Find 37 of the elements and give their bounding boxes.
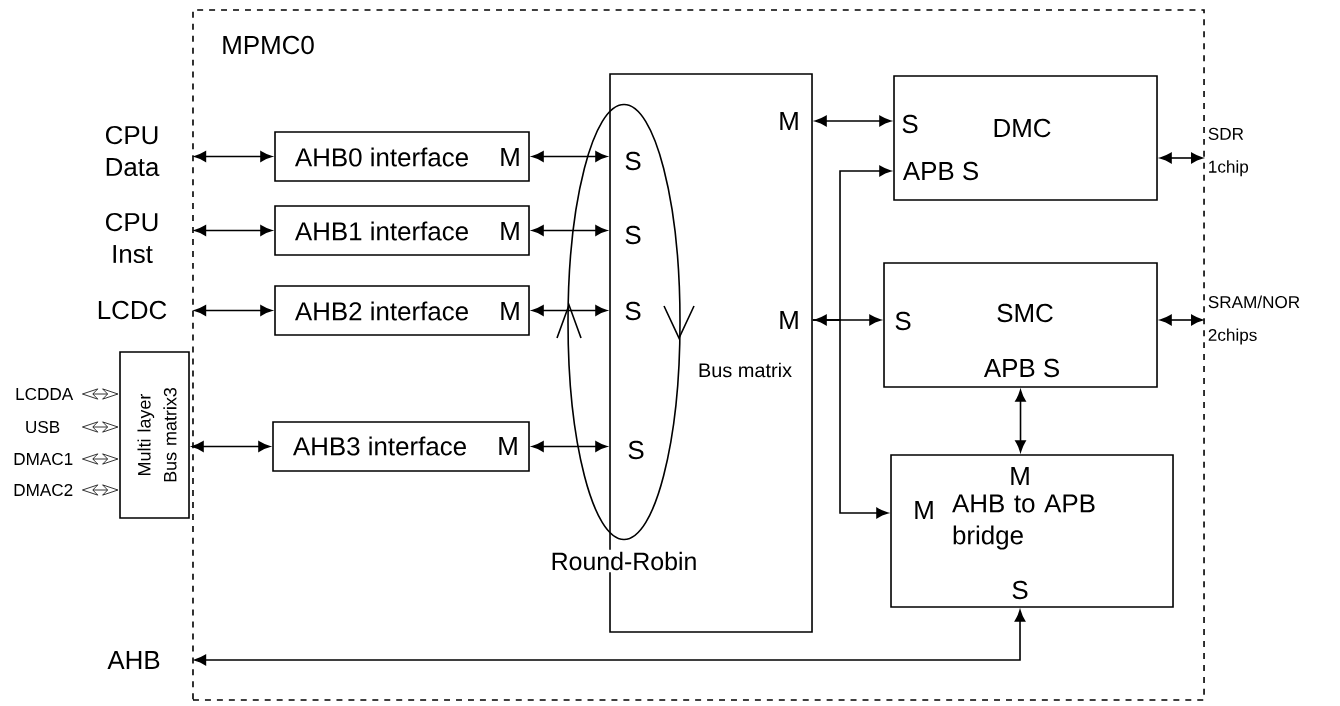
- arrow: [814, 115, 892, 127]
- signal-label: AHB: [107, 651, 160, 669]
- interface-box: AHB1 interface M: [274, 205, 530, 256]
- arrow: [82, 453, 119, 465]
- arrow: [82, 484, 119, 496]
- arrow: [1159, 152, 1203, 164]
- signal-label: LCDDA: [16, 387, 74, 401]
- signal-label: CPU Data: [105, 125, 160, 177]
- arrow: [812, 319, 889, 519]
- interface-box: AHB3 interface M: [272, 421, 530, 472]
- arrow: [1159, 314, 1203, 326]
- signal-label: LCDC: [98, 300, 167, 320]
- signal-label: USB: [26, 420, 60, 434]
- arrow: [82, 388, 119, 400]
- arrow: [191, 441, 271, 452]
- arrow: [194, 609, 1026, 666]
- signal-label: DMAC1: [14, 452, 73, 466]
- arrow: [82, 421, 119, 433]
- interface-box: AHB0 interface M: [274, 131, 530, 182]
- memory-label: SRAM/NOR 2chips: [1208, 295, 1300, 345]
- signal-label: CPU Inst: [105, 212, 158, 264]
- arrow: [531, 305, 608, 316]
- round-robin-label: Round-Robin: [548, 549, 700, 573]
- memory-label: SDR 1chip: [1208, 127, 1249, 177]
- arrow: [531, 441, 608, 452]
- bus-matrix-box: Multi layer Bus matrix3: [119, 351, 190, 519]
- arrow: [1015, 389, 1026, 453]
- arrow: [531, 225, 608, 236]
- interface-box: AHB2 interface M: [274, 285, 530, 336]
- signal-label: DMAC2: [14, 483, 73, 497]
- arrow: [194, 305, 273, 316]
- arrow: [194, 151, 273, 162]
- arrow: [194, 225, 273, 236]
- bridge-box: M M AHB to APB bridge S: [890, 454, 1174, 608]
- controller-box: S SMC APB S: [883, 262, 1158, 388]
- controller-box: S DMC APB S: [893, 75, 1158, 201]
- arrow: [531, 151, 608, 162]
